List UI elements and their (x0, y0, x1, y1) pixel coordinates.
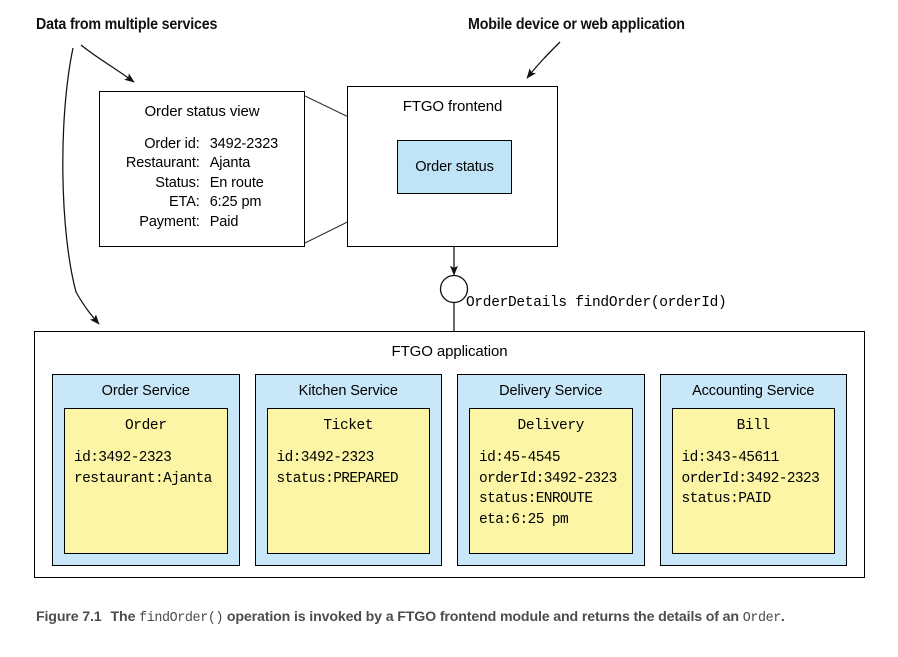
entity-name: Delivery (517, 418, 585, 434)
order-status-field-table: Order id: 3492-2323 Restaurant: Ajanta S… (126, 134, 278, 232)
order-status-module[interactable]: Order status (397, 140, 512, 194)
table-row: Order id: 3492-2323 (126, 134, 278, 154)
callout-label-data-sources: Data from multiple services (36, 16, 218, 33)
field-label: Order id: (144, 135, 200, 152)
entity-card-ticket: Ticket id:3492-2323 status:PREPARED (266, 408, 430, 554)
field-value: Ajanta (209, 155, 251, 171)
entity-field: orderId:3492-2323 (681, 470, 820, 487)
callout-label-client: Mobile device or web application (468, 16, 685, 33)
service-panel-order[interactable]: Order Service Order id:3492-2323 restaur… (52, 374, 240, 566)
entity-field: eta:6:25 pm (479, 511, 569, 528)
ftgo-application-panel: FTGO application Order Service Order id:… (34, 331, 865, 578)
caption-code-find-order: findOrder() (139, 611, 224, 626)
field-label: ETA: (168, 194, 200, 210)
entity-field: status:ENROUTE (479, 491, 593, 508)
interface-signature-label: OrderDetails findOrder(orderId) (466, 295, 727, 311)
entity-field: orderId:3492-2323 (479, 470, 617, 487)
entity-name: Ticket (323, 418, 374, 434)
entity-card-order: Order id:3492-2323 restaurant:Ajanta (64, 408, 228, 554)
field-label: Restaurant: (125, 155, 200, 171)
arrow-callout-to-frontend (526, 41, 561, 79)
entity-field: id:3492-2323 (276, 450, 375, 466)
table-row: Status: En route (126, 173, 278, 193)
entity-card-bill: Bill id:343-45611 orderId:3492-2323 stat… (671, 408, 835, 554)
figure-caption: Figure 7.1 The findOrder() operation is i… (36, 606, 836, 630)
service-panel-kitchen[interactable]: Kitchen Service Ticket id:3492-2323 stat… (254, 374, 442, 566)
ftgo-application-title: FTGO application (391, 343, 508, 360)
table-row: ETA: 6:25 pm (126, 193, 278, 213)
figure-number: Figure 7.1 (36, 609, 102, 625)
table-row: Payment: Paid (126, 212, 278, 232)
entity-field: status:PREPARED (276, 470, 399, 487)
caption-text-2: operation is invoked by a FTGO frontend … (223, 609, 743, 625)
caption-text-1: The (110, 609, 140, 625)
ftgo-frontend-title: FTGO frontend (402, 98, 503, 115)
field-label: Status: (155, 174, 200, 191)
field-value: Paid (209, 213, 239, 230)
field-label: Payment: (139, 213, 200, 230)
service-panel-accounting[interactable]: Accounting Service Bill id:343-45611 ord… (659, 374, 847, 566)
order-status-view-title: Order status view (144, 103, 260, 120)
service-title: Accounting Service (692, 383, 815, 399)
services-row: Order Service Order id:3492-2323 restaur… (52, 374, 847, 566)
service-panel-delivery[interactable]: Delivery Service Delivery id:45-4545 ord… (457, 374, 645, 566)
arrow-callout-to-application (62, 47, 100, 325)
field-value: 6:25 pm (209, 194, 262, 210)
entity-field: id:45-4545 (479, 450, 561, 466)
entity-field: id:343-45611 (681, 450, 780, 466)
order-status-view-panel: Order status view Order id: 3492-2323 Re… (99, 91, 305, 247)
interface-circle (439, 274, 469, 304)
entity-field: restaurant:Ajanta (74, 470, 212, 487)
ftgo-frontend-panel: FTGO frontend Order status (347, 86, 558, 247)
service-title: Delivery Service (499, 383, 603, 399)
field-value: 3492-2323 (209, 135, 279, 152)
table-row: Restaurant: Ajanta (126, 154, 278, 174)
caption-text-3: . (780, 609, 785, 625)
arrow-callout-to-view (80, 44, 135, 83)
service-title: Kitchen Service (298, 383, 398, 399)
field-value: En route (209, 174, 264, 191)
entity-field: id:3492-2323 (74, 450, 172, 466)
entity-card-delivery: Delivery id:45-4545 orderId:3492-2323 st… (469, 408, 633, 554)
entity-name: Order (124, 418, 167, 434)
entity-name: Bill (736, 418, 771, 434)
caption-code-order: Order (742, 611, 782, 626)
entity-field: status:PAID (681, 491, 772, 508)
service-title: Order Service (101, 383, 190, 399)
